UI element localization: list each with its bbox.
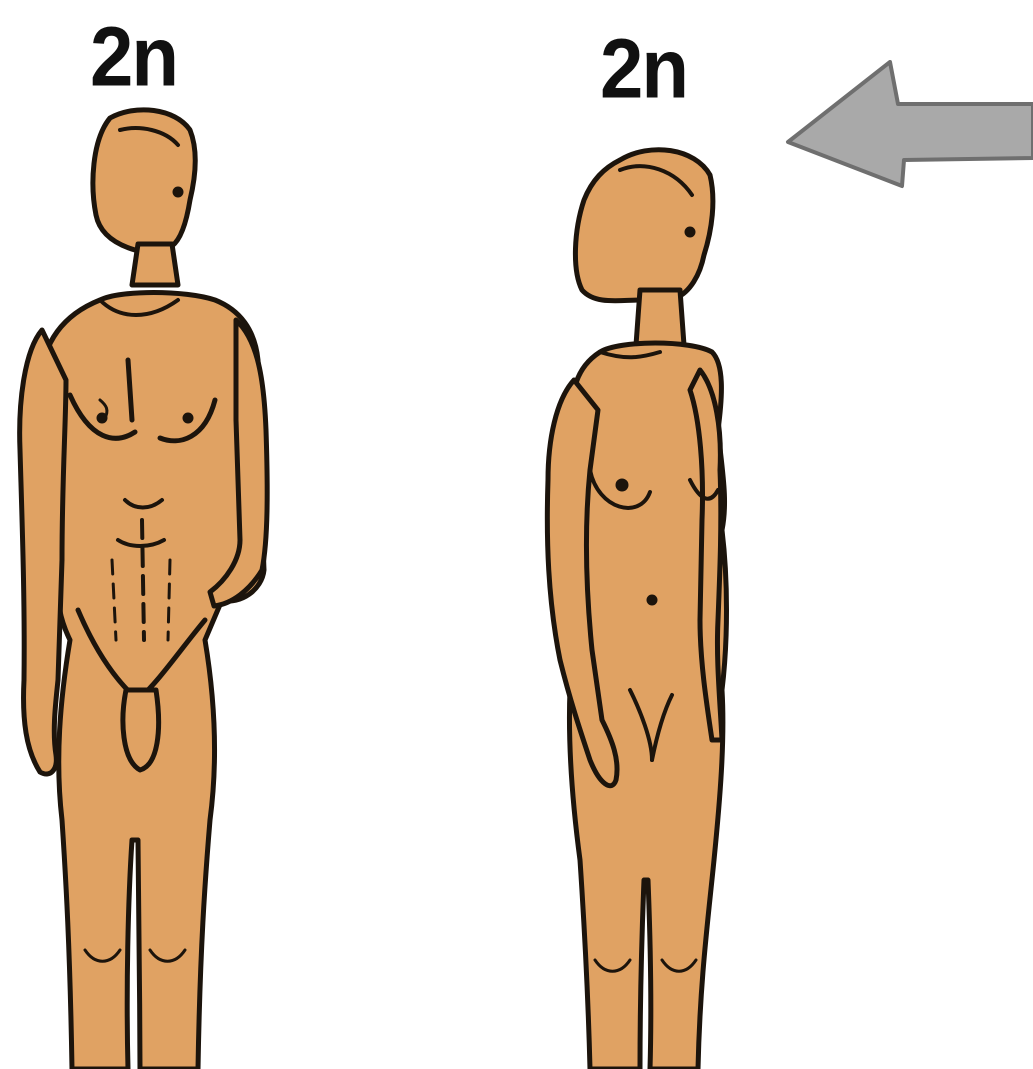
male-figure — [20, 110, 268, 1069]
female-figure — [547, 150, 726, 1069]
left-arrow-icon — [788, 62, 1033, 186]
